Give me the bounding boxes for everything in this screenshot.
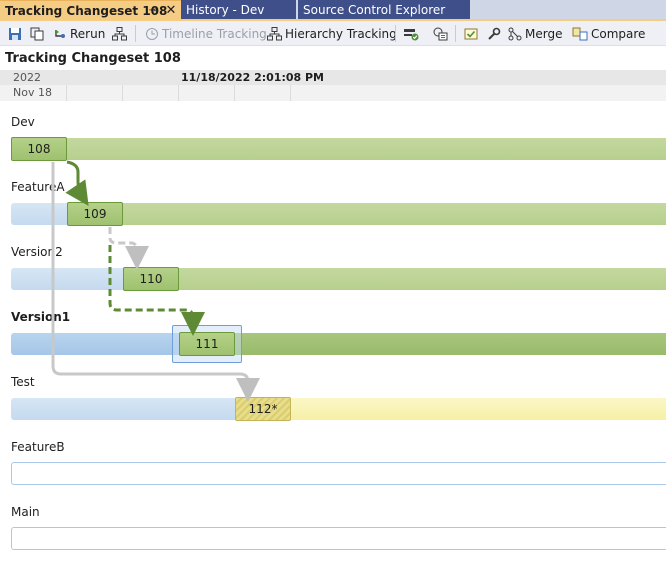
wrench-icon [488,27,501,40]
clock-icon [146,28,158,40]
timeline-tracking-label: Timeline Tracking [162,27,267,41]
close-icon[interactable]: ✕ [165,3,177,18]
save-button[interactable] [8,24,22,44]
timeline-gridline [234,85,235,101]
pin-icon[interactable]: ⊸ [148,5,158,16]
save-icon [9,28,21,40]
compare-label: Compare [591,27,646,41]
branch-lane-version2-pre [11,268,123,290]
timeline-gridline [290,85,291,101]
branch-label-dev: Dev [11,115,35,129]
toolbar: Rerun Timeline Tracking Hierarchy Tracki… [0,21,666,46]
changeset-box-112-pending[interactable]: 112* [235,397,291,421]
compare-icon [572,27,588,41]
hierarchy-tracking-label: Hierarchy Tracking [285,27,397,41]
hierarchy-tracking-button[interactable]: Hierarchy Tracking [267,24,397,44]
toolbar-separator [135,25,136,42]
checkbox-icon [464,28,478,40]
tab-history-dev[interactable]: History - Dev [181,0,296,20]
branch-lane-version1[interactable] [234,333,666,355]
branch-label-featureb: FeatureB [11,440,65,454]
hierarchy-icon [112,27,127,41]
timeline-year-row [0,70,666,85]
tab-accent-bar [0,19,666,21]
branch-lane-main[interactable] [11,527,666,550]
show-changesets-button[interactable] [403,24,419,44]
timeline-gridline [122,85,123,101]
branch-label-test: Test [11,375,35,389]
hierarchy-view-button[interactable] [112,24,127,44]
properties-button[interactable] [487,24,501,44]
changeset-details-button[interactable] [433,24,448,44]
hierarchy-icon [267,27,282,41]
branch-lane-test[interactable] [290,398,666,420]
branch-label-featurea: FeatureA [11,180,65,194]
rerun-button[interactable]: Rerun [53,24,105,44]
tab-source-control-explorer[interactable]: Source Control Explorer [298,0,470,20]
details-icon [433,27,448,41]
branch-lane-featurea[interactable] [122,203,666,225]
changeset-box-108[interactable]: 108 [11,137,67,161]
branch-label-main: Main [11,505,40,519]
branch-lane-featureb[interactable] [11,462,666,485]
merge-arrow-108-to-109 [65,160,89,206]
tab-label: Tracking Changeset 108 [5,4,168,18]
timeline-gridline [66,85,67,101]
copy-icon [30,27,44,41]
timeline-date: Nov 18 [13,86,52,99]
filter-check-icon [404,29,419,41]
timeline-header: 2022 Nov 18 11/18/2022 2:01:08 PM [0,70,666,101]
rerun-label: Rerun [70,27,106,41]
rerun-icon [55,30,65,38]
tab-label: History - Dev [186,3,265,17]
compare-button[interactable]: Compare [572,24,645,44]
timeline-tracking-button[interactable]: Timeline Tracking [145,24,267,44]
tab-tracking-changeset[interactable]: Tracking Changeset 108 ⊸ ✕ [0,0,181,20]
document-tab-strip: Tracking Changeset 108 ⊸ ✕ History - Dev… [0,0,666,20]
branch-label-version1: Version1 [11,310,71,324]
view-button[interactable] [464,24,478,44]
branch-label-version2: Version2 [11,245,63,259]
merge-arrow-109-to-110 [108,227,149,270]
timeline-timestamp: 11/18/2022 2:01:08 PM [181,71,324,84]
timeline-gridline [178,85,179,101]
changeset-box-110[interactable]: 110 [123,267,179,291]
branch-lane-featurea-pre [11,203,67,225]
merge-button[interactable]: Merge [508,24,562,44]
toolbar-separator [395,25,396,42]
page-title: Tracking Changeset 108 [5,51,181,66]
copy-button[interactable] [30,24,44,44]
branch-lane-version1-pre [11,333,179,355]
branch-lane-test-pre [11,398,235,420]
branch-lane-dev[interactable] [66,138,666,160]
changeset-box-109[interactable]: 109 [67,202,123,226]
timeline-date-row [0,85,666,101]
merge-label: Merge [525,27,563,41]
branch-lane-version2[interactable] [178,268,666,290]
toolbar-separator [455,25,456,42]
tab-label: Source Control Explorer [303,3,446,17]
merge-icon [508,27,522,41]
changeset-box-111[interactable]: 111 [179,332,235,356]
timeline-year: 2022 [13,71,41,84]
